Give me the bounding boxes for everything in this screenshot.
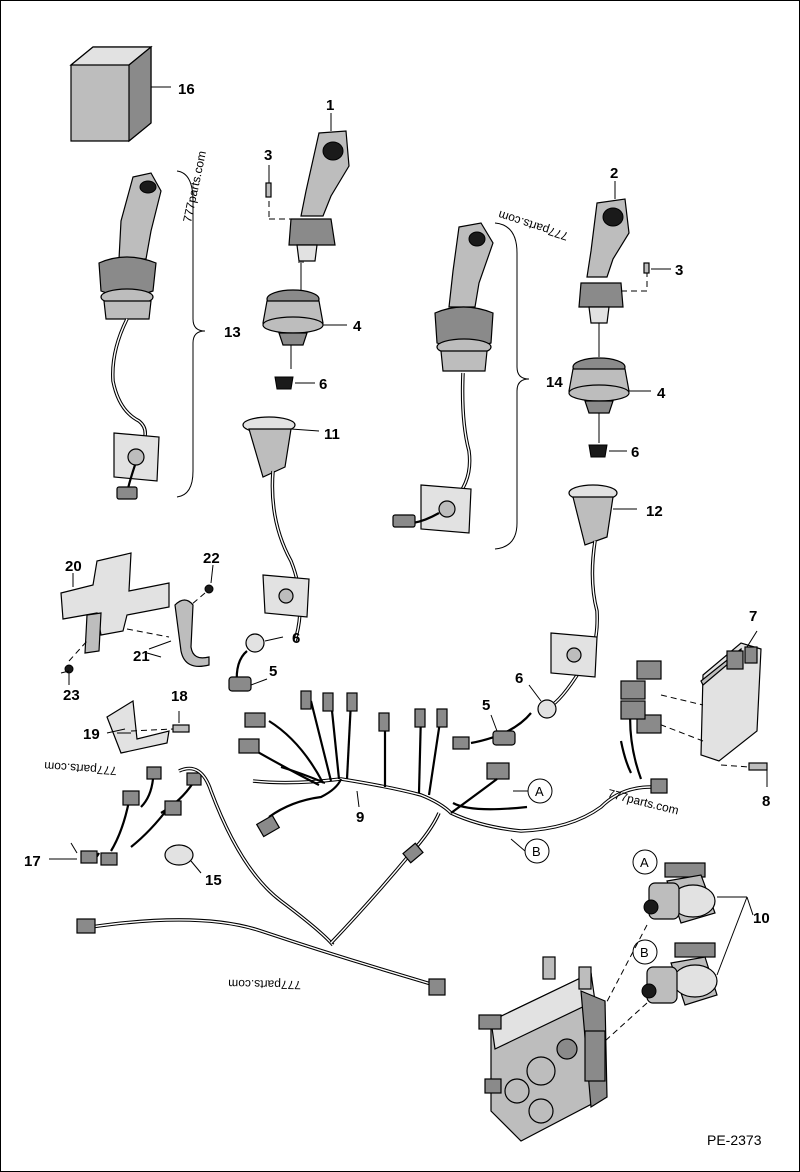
callout-3-right: 3 — [675, 262, 683, 279]
solenoid-coil-icon — [600, 862, 754, 1042]
grommet-right-icon — [588, 444, 627, 458]
callout-10: 10 — [753, 910, 770, 927]
callout-15: 15 — [205, 872, 222, 889]
joystick-handle-right-icon — [578, 198, 650, 357]
connector-a2-label: A — [640, 855, 649, 870]
joystick-assembly-right-icon — [392, 222, 494, 534]
mount-plate-icon — [106, 699, 190, 754]
connector-left-icon — [228, 633, 284, 692]
callout-9: 9 — [356, 809, 364, 826]
connector-right-icon — [452, 684, 557, 750]
watermark-3: 777parts.com — [44, 759, 118, 778]
watermark-5: 777parts.com — [228, 977, 301, 992]
callout-18: 18 — [171, 688, 188, 705]
connector-a2-marker — [632, 849, 658, 875]
callout-1: 1 — [326, 97, 334, 114]
watermark-2: 777parts.com — [496, 208, 569, 244]
callout-6-c: 6 — [292, 630, 300, 647]
bracket-icon — [60, 552, 170, 674]
grommet-icon — [274, 376, 315, 390]
callout-13: 13 — [224, 324, 241, 341]
controller-module-icon — [650, 630, 768, 787]
callout-6-b: 6 — [631, 444, 639, 461]
watermark-4: 777parts.com — [606, 786, 680, 817]
connector-b-label: B — [532, 844, 541, 859]
callout-19: 19 — [83, 726, 100, 743]
connector-a-label: A — [535, 784, 544, 799]
controller-harness-icon — [620, 660, 662, 734]
cable-boot-icon — [242, 416, 320, 642]
callout-6-d: 6 — [515, 670, 523, 687]
callout-8: 8 — [762, 793, 770, 810]
callout-4-left: 4 — [353, 318, 362, 335]
joystick-assembly-left-icon — [98, 172, 162, 500]
callout-7: 7 — [749, 608, 757, 625]
rubber-boot-right-icon — [568, 357, 651, 443]
callout-5-left: 5 — [269, 663, 277, 680]
callout-2: 2 — [610, 165, 618, 182]
callout-6-a: 6 — [319, 376, 327, 393]
callout-22: 22 — [203, 550, 220, 567]
callout-23: 23 — [63, 687, 80, 704]
callout-20: 20 — [65, 558, 82, 575]
callout-11: 11 — [324, 426, 340, 443]
callout-14: 14 — [546, 374, 563, 391]
wiring-harness-icon — [76, 690, 668, 996]
drawing-reference: PE-2373 — [707, 1132, 762, 1148]
sub-harness-icon — [80, 766, 202, 866]
cable-boot-right-icon — [548, 484, 637, 709]
callout-16: 16 — [178, 81, 195, 98]
callout-21: 21 — [133, 648, 150, 665]
connector-b2-marker — [632, 939, 658, 965]
clamp-bracket-icon — [174, 584, 214, 667]
hydraulic-valve-icon — [478, 956, 608, 1142]
watermark-1: 777parts.com — [180, 150, 209, 224]
callout-4-right: 4 — [657, 385, 666, 402]
callout-12: 12 — [646, 503, 663, 520]
box-icon — [69, 45, 171, 143]
connector-b2-label: B — [640, 945, 649, 960]
callout-17: 17 — [24, 853, 41, 870]
joystick-handle-icon — [265, 130, 350, 291]
cable-tie-icon — [164, 844, 202, 874]
rubber-boot-icon — [262, 289, 347, 369]
callout-3-left: 3 — [264, 147, 272, 164]
callout-5-right: 5 — [482, 697, 490, 714]
